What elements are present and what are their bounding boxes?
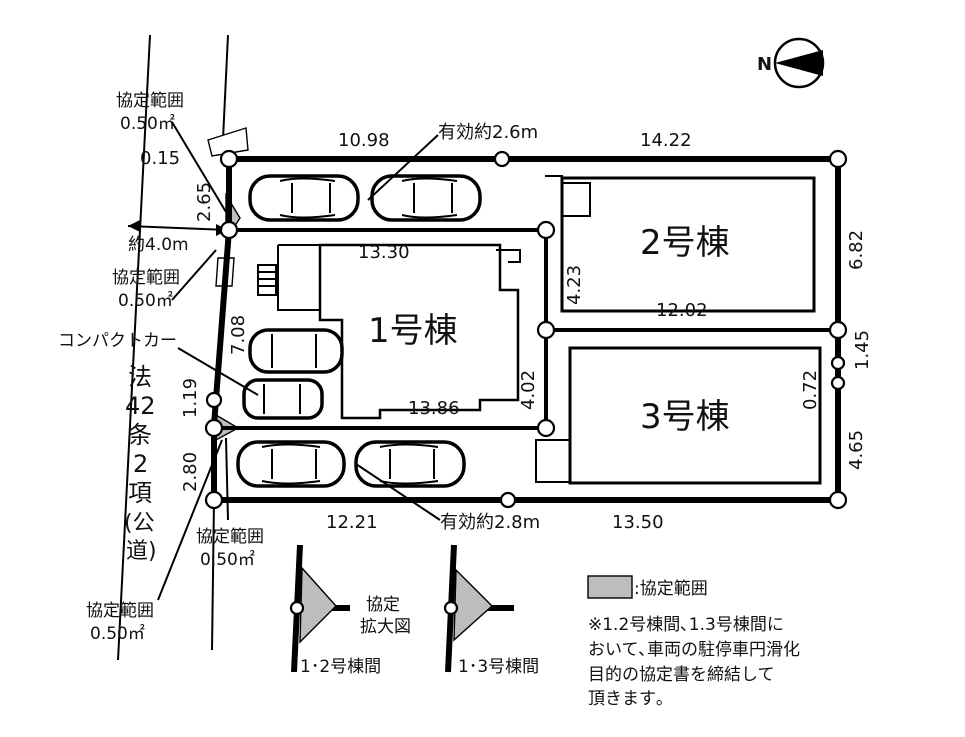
dim-145: 1.45 [852, 330, 873, 370]
compact-car-2 [242, 378, 324, 420]
road-name-label: 法 42 条 2 項 (公 道) [124, 363, 157, 564]
svg-text:項: 項 [128, 479, 152, 507]
svg-text:(公: (公 [124, 511, 155, 536]
agree-label-1-title: 協定範囲 [116, 91, 184, 111]
agree-label-3-value: 0.50㎡ [200, 550, 255, 570]
road-boundary-line-lower [211, 499, 215, 651]
agree-label-1-value: 0.50㎡ [120, 114, 175, 134]
dim-bottom-left: 12.21 [326, 512, 378, 533]
dim-465: 4.65 [846, 430, 867, 470]
building-1-label: 1号棟 [368, 311, 458, 351]
leader-lines [157, 121, 441, 601]
detail-title-2: 拡大図 [360, 617, 411, 637]
detail-1-3: 1･3号棟間 [443, 544, 539, 677]
agree-label-4-title: 協定範囲 [86, 601, 154, 621]
effective-width-bottom: 有効約2.8m [440, 512, 540, 533]
svg-text:道): 道) [126, 539, 157, 564]
building-2: 2号棟 [545, 175, 816, 313]
legend: :協定範囲 ※1.2号棟間､1.3号棟間に おいて､車両の駐停車円滑化 目的の協… [587, 575, 800, 709]
compact-car-label: コンパクトカー [58, 331, 177, 351]
legend-swatch-label: :協定範囲 [634, 579, 708, 599]
dim-1386: 13.86 [408, 398, 460, 419]
detail-title-1: 協定 [366, 595, 400, 615]
building-2-label: 2号棟 [640, 223, 730, 263]
car-top-2 [370, 174, 482, 222]
dim-015: 0.15 [140, 148, 180, 169]
agreement-area-top [207, 127, 249, 157]
dim-423: 4.23 [564, 265, 585, 305]
dim-top-left: 10.98 [338, 130, 390, 151]
agree-label-2-value: 0.50㎡ [118, 291, 173, 311]
svg-text:42: 42 [125, 392, 156, 420]
agree-label-4-value: 0.50㎡ [90, 624, 145, 644]
dim-280: 2.80 [180, 452, 201, 492]
building-1: 1号棟 [257, 243, 521, 420]
dim-072: 0.72 [800, 370, 821, 410]
legend-note-3: 目的の協定書を締結して [588, 665, 775, 685]
building-3: 3号棟 [535, 346, 822, 485]
detail-1-2: 1･2号棟間 [289, 544, 381, 677]
dim-119: 1.19 [180, 378, 201, 418]
car-top-1 [248, 174, 360, 222]
dim-402: 4.02 [518, 370, 539, 410]
road-edge-line [117, 34, 151, 661]
svg-text:条: 条 [128, 421, 152, 449]
north-label: N [757, 54, 772, 75]
building-3-label: 3号棟 [640, 397, 730, 437]
dim-bottom-right: 13.50 [612, 512, 664, 533]
effective-width-top: 有効約2.6m [438, 122, 538, 143]
dim-708: 7.08 [228, 315, 249, 355]
detail-1-2-caption: 1･2号棟間 [300, 657, 381, 677]
svg-text:2: 2 [133, 450, 148, 478]
dim-top-right: 14.22 [640, 130, 692, 151]
dim-1202: 12.02 [656, 300, 708, 321]
legend-note-2: おいて､車両の駐停車円滑化 [588, 640, 800, 660]
road-width-label: 約4.0m [128, 235, 189, 255]
compact-car-1 [248, 328, 344, 374]
detail-1-3-caption: 1･3号棟間 [458, 657, 539, 677]
legend-note-4: 頂きます｡ [588, 689, 665, 709]
dim-265: 2.65 [194, 182, 215, 222]
north-compass-icon: N [757, 37, 825, 89]
dim-682: 6.82 [846, 230, 867, 270]
car-bottom-1 [236, 440, 346, 488]
svg-text:法: 法 [128, 363, 152, 391]
dim-1330: 13.30 [358, 242, 410, 263]
legend-swatch [587, 575, 633, 599]
legend-note-1: ※1.2号棟間､1.3号棟間に [588, 615, 784, 635]
boundary-posts [204, 149, 848, 510]
car-bottom-2 [354, 440, 466, 488]
agree-label-2-title: 協定範囲 [112, 268, 180, 288]
agree-label-3-title: 協定範囲 [196, 527, 264, 547]
